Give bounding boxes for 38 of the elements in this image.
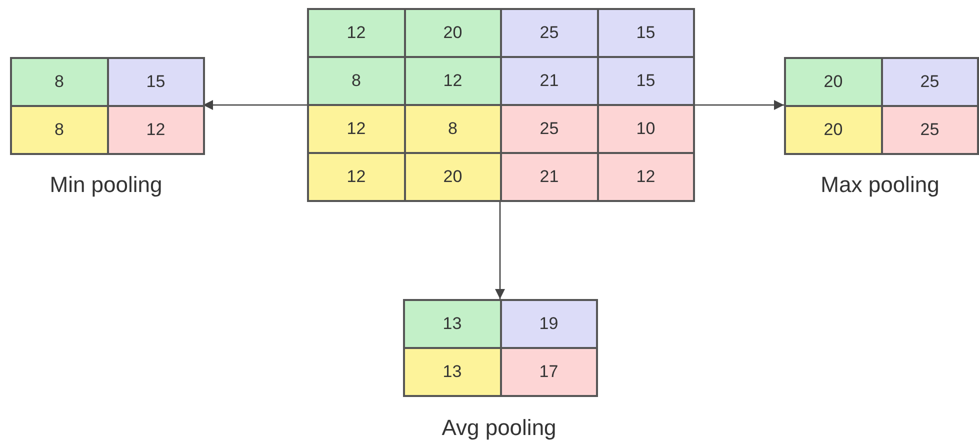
- grid-cell: 12: [308, 9, 404, 57]
- grid-cell: 25: [501, 9, 598, 57]
- grid-cell: 19: [500, 300, 597, 348]
- value-grid: [307, 8, 695, 202]
- grid-cell: 12: [308, 153, 404, 201]
- value-grid: [784, 57, 979, 155]
- grid-cell: 13: [404, 348, 500, 396]
- value-grid: [403, 299, 598, 397]
- grid-cell: 12: [404, 57, 501, 105]
- value-grid: [10, 57, 205, 155]
- grid-cell: 21: [501, 57, 598, 105]
- grid-cell: 12: [598, 153, 694, 201]
- grid-cell: 25: [501, 105, 598, 153]
- grid-cell: 12: [308, 105, 404, 153]
- grid-caption: Min pooling: [50, 172, 162, 198]
- grid-caption: Avg pooling: [442, 415, 556, 441]
- grid-cell: 20: [785, 106, 882, 154]
- grid-cell: 25: [882, 58, 978, 106]
- grid-cell: 13: [404, 300, 500, 348]
- grid-cell: 10: [598, 105, 694, 153]
- grid-cell: 25: [882, 106, 978, 154]
- arrow: [495, 200, 505, 299]
- grid-cell: 15: [598, 57, 694, 105]
- grid-cell: 8: [11, 106, 108, 154]
- grid-cell: 15: [598, 9, 694, 57]
- grid-cell: 8: [404, 105, 501, 153]
- grid-cell: 17: [500, 348, 597, 396]
- grid-cell: 20: [404, 153, 501, 201]
- grid-cell: 20: [404, 9, 501, 57]
- grid-cell: 21: [501, 153, 598, 201]
- arrow: [203, 100, 307, 110]
- arrow: [693, 100, 784, 110]
- grid-cell: 12: [108, 106, 204, 154]
- grid-cell: 8: [11, 58, 108, 106]
- grid-cell: 15: [108, 58, 204, 106]
- grid-caption: Max pooling: [820, 172, 940, 198]
- grid-cell: 8: [308, 57, 404, 105]
- grid-cell: 20: [785, 58, 882, 106]
